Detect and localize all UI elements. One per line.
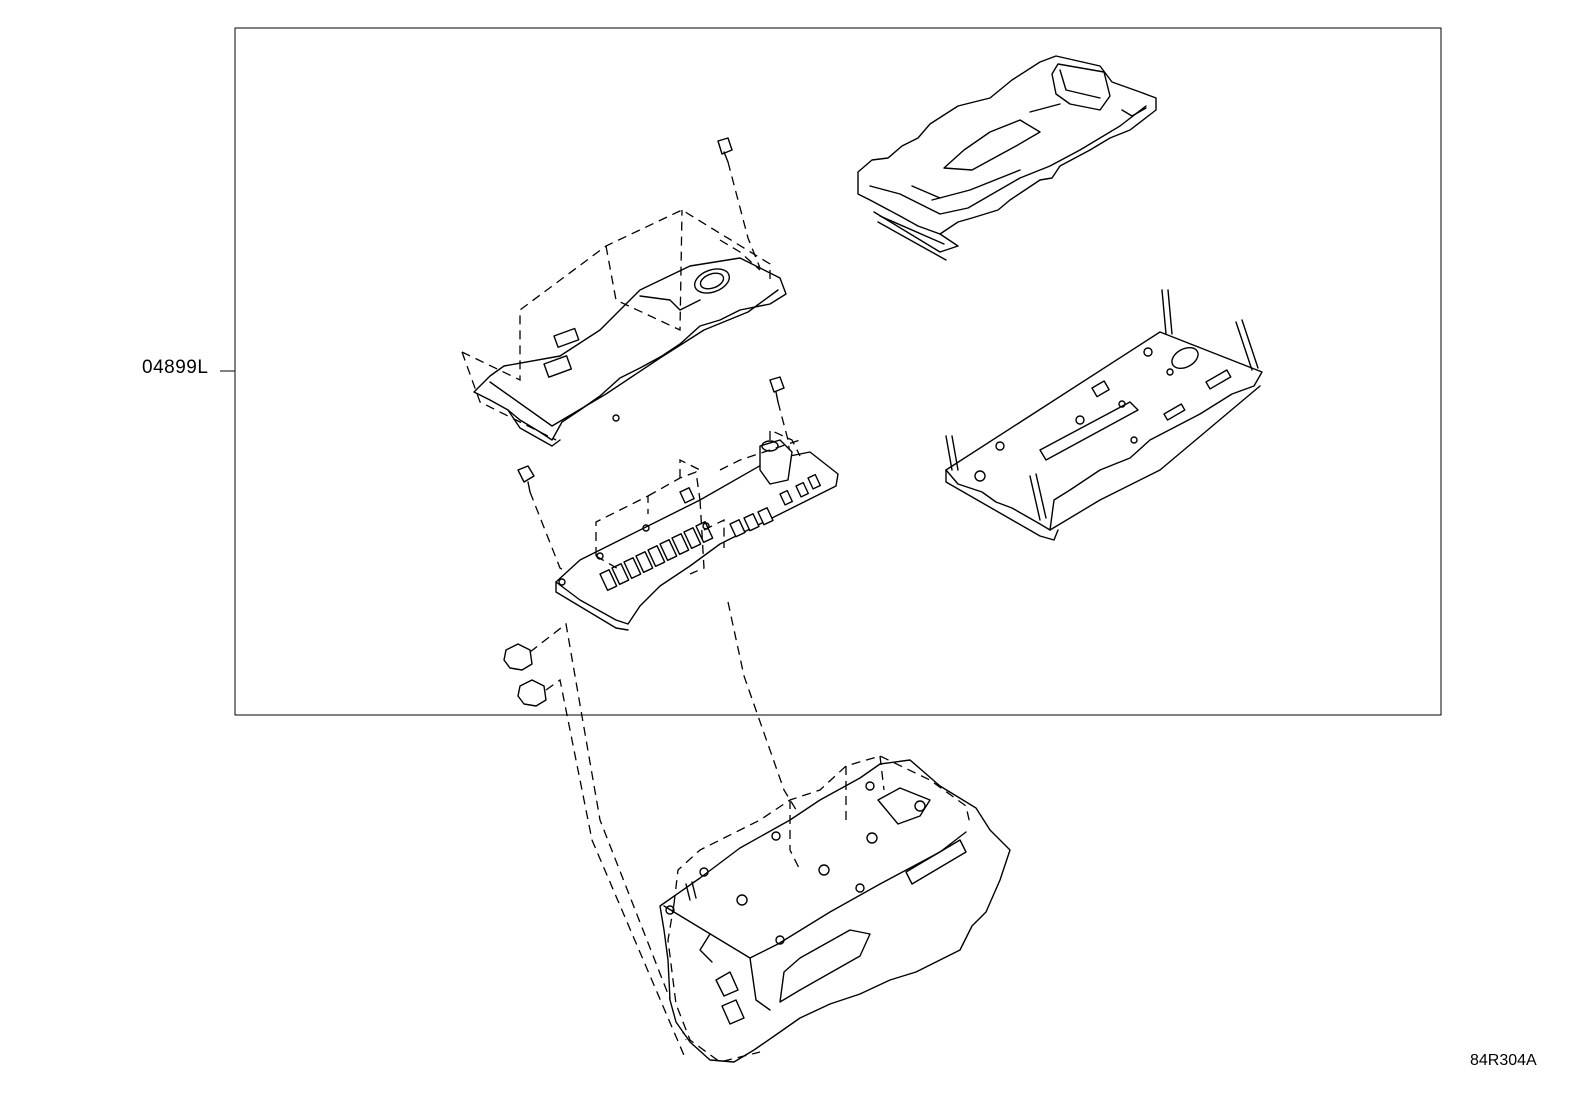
board-to-housing-dashed-path [727, 601, 807, 827]
housing-outline-dashed [673, 755, 971, 905]
part-number-callout[interactable]: 04899L [142, 357, 209, 378]
inner-cover-part[interactable] [473, 257, 787, 447]
bolt-top[interactable] [717, 137, 733, 163]
bolt-left-dashed-path [529, 491, 587, 585]
cover-outline-dashed-3 [605, 209, 683, 332]
inverter-housing-part[interactable] [659, 759, 1011, 1063]
grommet-2[interactable] [517, 679, 547, 707]
bolt-left[interactable] [517, 465, 535, 493]
circuit-board-part[interactable] [555, 439, 839, 631]
cover-outline-dashed-4 [719, 239, 761, 271]
upper-cover-part[interactable] [857, 55, 1157, 261]
housing-outline-dashed-3 [789, 755, 885, 871]
grommet-2-dashed-path [545, 678, 687, 1061]
cover-outline-dashed-2 [461, 351, 557, 441]
grommet-1[interactable] [503, 643, 533, 671]
housing-outline-dashed-2 [667, 903, 761, 1063]
capacitor-row [599, 521, 714, 592]
board-outline-dashed [595, 458, 725, 575]
grommet-1-dashed-path [529, 622, 687, 1041]
board-outline-dashed-2 [719, 428, 801, 471]
bracket-plate-part[interactable] [945, 289, 1263, 541]
diagram-reference-code: 84R304A [1470, 1052, 1537, 1069]
bolt-top-dashed-path [727, 161, 761, 269]
bolt-middle[interactable] [769, 376, 785, 403]
